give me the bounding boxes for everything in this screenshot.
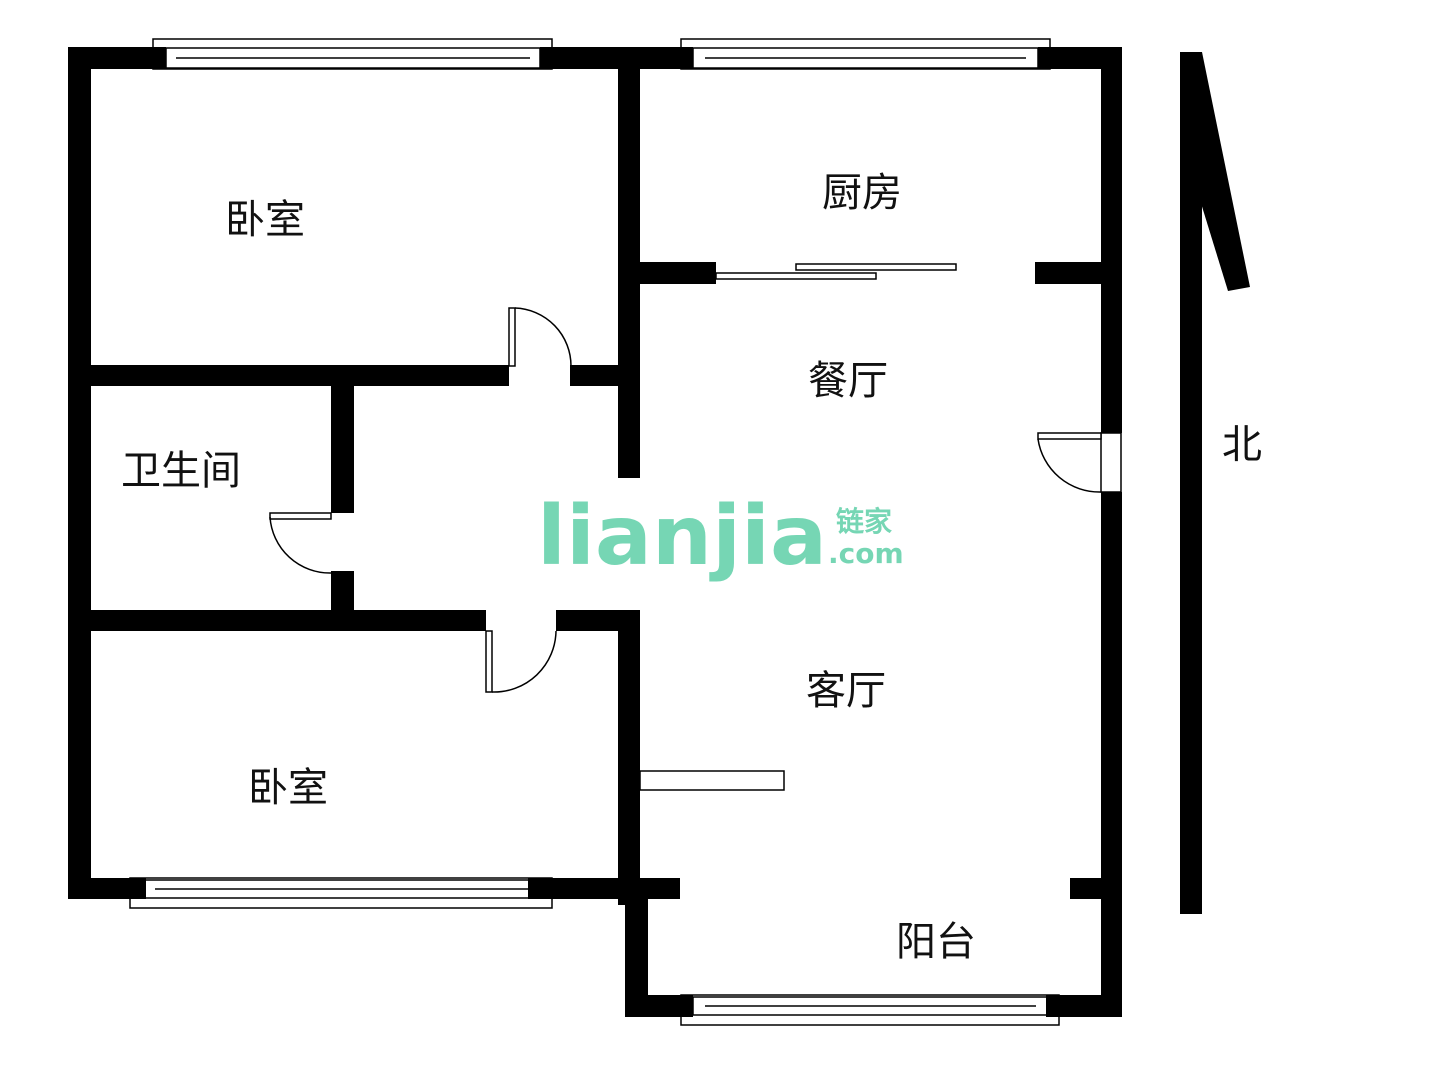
- living-counter: [639, 770, 785, 791]
- window-balcony: [680, 994, 1060, 1026]
- wall-balcony-bottom-2: [1046, 995, 1122, 1017]
- wall-center-lower: [618, 610, 640, 905]
- kitchen-sliding-door-2: [795, 263, 957, 271]
- wall-bedroom-s-top-2: [556, 610, 640, 631]
- walls: [68, 47, 1122, 1017]
- window-bedroom-south: [129, 877, 553, 909]
- north-arrow-icon: [1180, 52, 1250, 914]
- wall-left: [68, 47, 91, 899]
- wall-kitchen-left: [618, 262, 716, 284]
- kitchen-sliding-door-1: [715, 272, 877, 280]
- wall-bottom-1: [68, 878, 146, 899]
- door-bedroom-north: [508, 307, 572, 367]
- watermark-brand: Lianjia: [537, 489, 827, 584]
- label-bedroom-north: 卧室: [225, 197, 305, 243]
- window-bedroom-north: [152, 38, 553, 70]
- door-bedroom-south: [485, 630, 557, 693]
- lianjia-watermark: Lianjia 链家 .com: [537, 489, 904, 584]
- doors: [269, 307, 1122, 693]
- watermark-domain: .com: [828, 537, 904, 570]
- label-kitchen: 厨房: [822, 170, 902, 216]
- wall-right-lower: [1101, 492, 1122, 1017]
- wall-bottom-2: [528, 878, 680, 899]
- wall-bath-right-1: [331, 365, 354, 513]
- wall-right-upper: [1101, 47, 1122, 433]
- wall-bedroom-n-bottom-2: [570, 365, 640, 386]
- wall-balcony-left: [625, 878, 648, 1017]
- label-bathroom: 卫生间: [121, 448, 241, 494]
- watermark-cn: 链家: [836, 505, 892, 538]
- compass-label: 北: [1222, 422, 1262, 468]
- wall-top-2: [540, 47, 693, 69]
- wall-balcony-stub: [1070, 878, 1122, 899]
- wall-bedroom-s-top-1: [68, 610, 486, 631]
- window-kitchen: [680, 38, 1051, 70]
- label-dining: 餐厅: [808, 358, 888, 404]
- wall-balcony-bottom-1: [625, 995, 693, 1017]
- wall-top-1: [68, 47, 166, 69]
- fixtures: [639, 263, 957, 791]
- wall-kitchen-right: [1035, 262, 1122, 284]
- door-bathroom: [269, 512, 332, 574]
- door-entry: [1037, 432, 1122, 493]
- label-balcony: 阳台: [896, 919, 976, 965]
- wall-bedroom-n-bottom-1: [68, 365, 509, 386]
- label-living: 客厅: [806, 668, 886, 714]
- label-bedroom-south: 卧室: [248, 765, 328, 811]
